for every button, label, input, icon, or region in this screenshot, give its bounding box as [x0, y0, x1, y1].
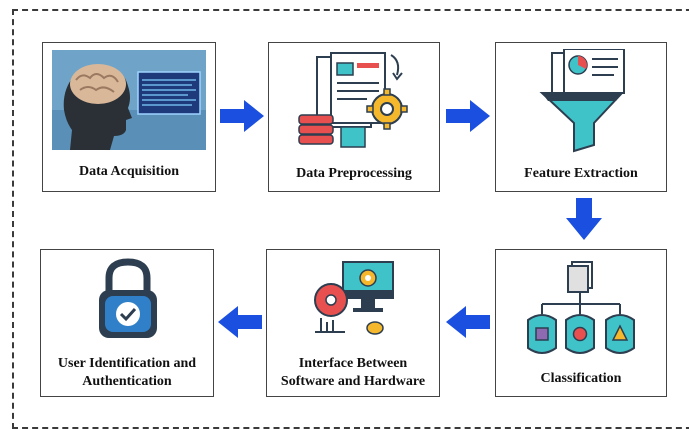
step-data-preprocessing: Data Preprocessing: [268, 42, 440, 192]
step-label: Data Acquisition: [79, 164, 179, 179]
document-gear-icon: [298, 52, 408, 148]
step-interface: Interface Between Software and Hardware: [266, 249, 440, 397]
hierarchy-icon: [527, 261, 635, 354]
arrow-left-icon: [218, 306, 262, 338]
arrow-right-icon: [220, 100, 264, 132]
computer-interface-icon: [314, 261, 394, 335]
step-label: Data Preprocessing: [296, 166, 412, 181]
funnel-chart-icon: [539, 49, 625, 153]
arrow-right-icon: [446, 100, 490, 132]
step-label: Classification: [540, 371, 622, 386]
step-classification: Classification: [495, 249, 667, 397]
step-label-line2: Authentication: [82, 374, 172, 389]
brain-scan-icon: [52, 50, 206, 150]
step-label-line1: User Identification and: [57, 356, 197, 371]
step-user-authentication: User Identification and Authentication: [40, 249, 214, 397]
step-data-acquisition: Data Acquisition: [42, 42, 216, 192]
arrow-down-icon: [566, 198, 602, 240]
arrow-left-icon: [446, 306, 490, 338]
step-label-line1: Interface Between: [298, 356, 408, 371]
step-label: Feature Extraction: [524, 166, 638, 181]
step-feature-extraction: Feature Extraction: [495, 42, 667, 192]
padlock-check-icon: [99, 258, 157, 338]
step-label-line2: Software and Hardware: [280, 374, 426, 389]
